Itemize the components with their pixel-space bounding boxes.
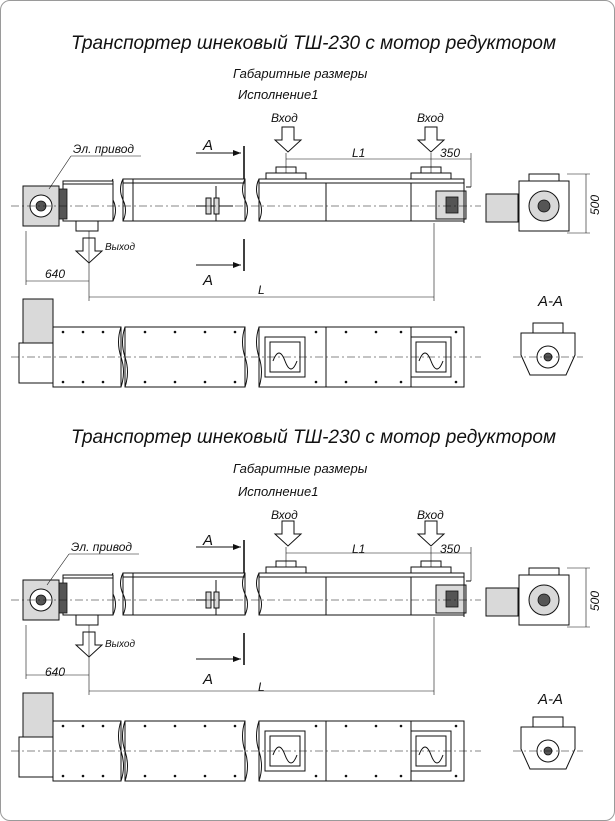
drawing-title: Транспортер шнековый ТШ-230 с мотор реду… (71, 33, 556, 54)
drawing-variant: Исполнение1 (238, 484, 318, 499)
drawing-title: Транспортер шнековый ТШ-230 с мотор реду… (71, 427, 556, 448)
drive-label: Эл. привод (71, 540, 132, 554)
section-mark-bottom: А (202, 671, 213, 688)
drawing-variant: Исполнение1 (238, 87, 318, 102)
dimension-640: 640 (45, 665, 65, 679)
dimension-350: 350 (440, 542, 460, 556)
dimension-350: 350 (440, 146, 460, 160)
inlet-label-left: Вход (271, 508, 298, 522)
drawing-top: Транспортер шнековый ТШ-230 с мотор реду… (10, 33, 602, 388)
inlet-label-right: Вход (417, 111, 444, 125)
section-mark-bottom: А (202, 272, 213, 289)
section-view-label: А-А (537, 293, 563, 310)
drawing-bottom: Транспортер шнековый ТШ-230 с мотор реду… (10, 427, 602, 782)
outlet-label: Выход (105, 242, 135, 253)
dimension-l: L (258, 680, 265, 694)
outlet-label: Выход (105, 639, 135, 650)
inlet-label-left: Вход (271, 111, 298, 125)
dimension-l1: L1 (352, 146, 365, 160)
dimension-l: L (258, 283, 265, 297)
section-view-label: А-А (537, 691, 563, 708)
dimension-l1: L1 (352, 542, 365, 556)
drawing-subtitle: Габаритные размеры (233, 461, 368, 476)
drawing-subtitle: Габаритные размеры (233, 66, 368, 81)
dimension-640: 640 (45, 267, 65, 281)
section-mark-top: А (202, 137, 213, 154)
drive-label: Эл. привод (73, 142, 134, 156)
dimension-500: 500 (588, 591, 602, 611)
section-mark-top: А (202, 532, 213, 549)
dimension-500: 500 (588, 195, 602, 215)
inlet-label-right: Вход (417, 508, 444, 522)
